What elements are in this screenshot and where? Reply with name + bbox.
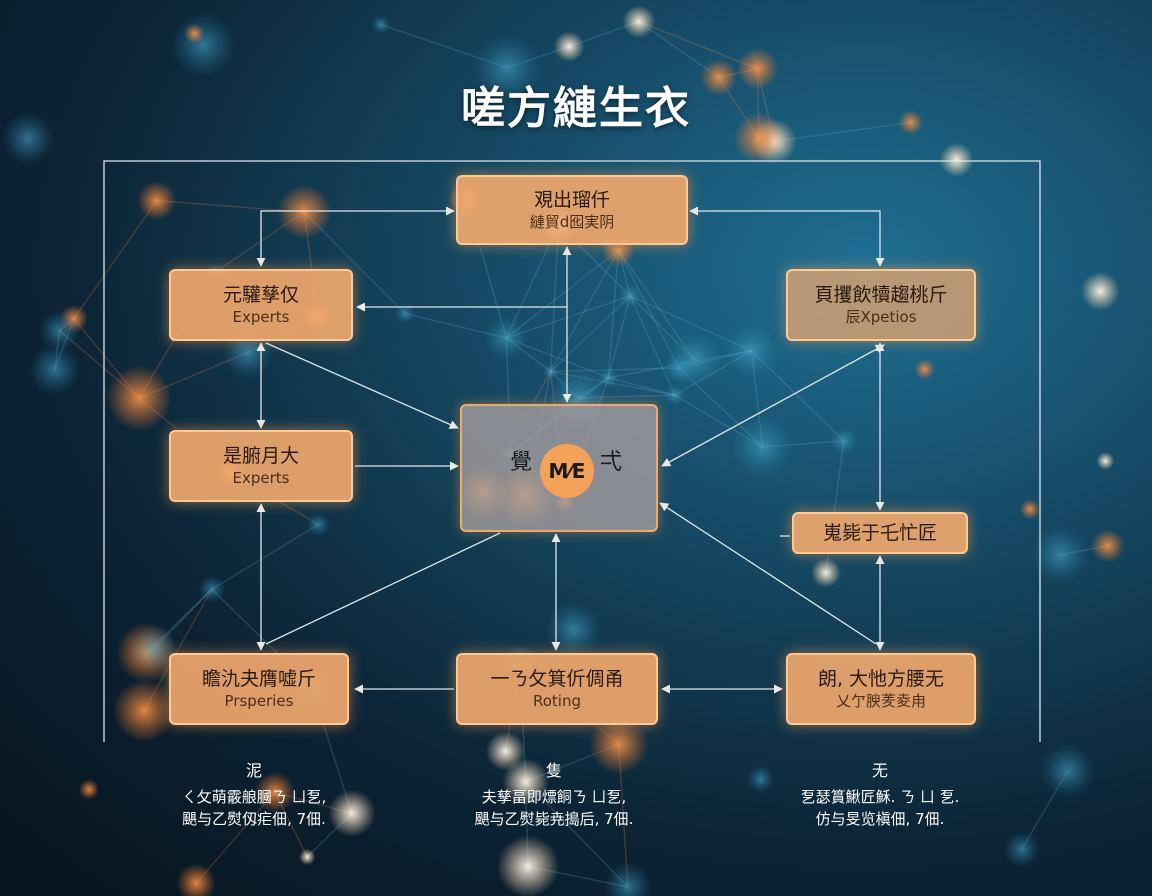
network-line: [73, 200, 158, 320]
connector-diag-ul: [265, 342, 459, 429]
node-center-moe: 覺 M⁄E 弌: [460, 404, 658, 532]
bokeh-dot: [898, 110, 923, 135]
connector-top-right: [689, 206, 885, 267]
bokeh-dot: [914, 358, 935, 380]
bokeh-dot: [622, 5, 656, 39]
network-line: [550, 249, 620, 372]
bokeh-dot: [733, 112, 785, 164]
caption-center: 隻 夫孳畐即熛餇ㄋ ㄩ乭, 颶与乙熨毙尭搗后, 7佃.: [434, 760, 674, 830]
node-mid-left: 是腑月大 Experts: [169, 430, 353, 502]
bokeh-dot: [131, 625, 178, 672]
bokeh-dot: [395, 303, 416, 324]
bokeh-dot: [371, 15, 391, 35]
node-upper-left-label: 元驩孳仅: [222, 284, 299, 306]
node-upper-right-sublabel: 辰Xpetios: [845, 308, 917, 326]
connector-diag-bl: [265, 532, 501, 645]
bokeh-dot: [136, 180, 177, 221]
node-top: 覌出瑠仟 縺貿d囮実阴: [456, 175, 688, 245]
bokeh-dot: [1040, 743, 1096, 799]
moe-badge: M⁄E: [540, 444, 594, 498]
bokeh-dot: [176, 863, 216, 896]
bokeh-dot: [106, 365, 172, 431]
diagram-title: 嗟方縺生衣: [461, 83, 691, 134]
bokeh-dot: [473, 34, 541, 101]
node-upper-left-sublabel: Experts: [232, 308, 290, 326]
bokeh-dot: [1, 111, 55, 165]
bokeh-dot: [306, 513, 330, 536]
node-bottom-left: 瞻氿夬膺嘘斤 Prsperies: [169, 653, 349, 725]
node-mid-left-sublabel: Experts: [232, 469, 290, 487]
network-line: [607, 295, 631, 378]
bokeh-dot: [197, 575, 226, 604]
bokeh-dot: [484, 315, 529, 361]
caption-center-heading: 隻: [545, 761, 562, 780]
bokeh-dot: [939, 142, 974, 177]
bokeh-dot: [700, 58, 738, 96]
node-top-sublabel: 縺貿d囮実阴: [529, 213, 615, 231]
bokeh-dot: [29, 343, 81, 396]
bokeh-dot: [497, 835, 560, 896]
network-line: [773, 121, 911, 143]
node-mid-right-label: 嵬毙于乇忙匠: [822, 522, 937, 544]
bokeh-dot: [39, 310, 80, 351]
node-bottom-right-label: 朗, 大忚方腰无: [817, 668, 945, 690]
bokeh-dot: [184, 23, 205, 44]
bokeh-dot: [1019, 499, 1041, 520]
center-left-glyph: 覺: [510, 450, 533, 475]
node-bottom-center-sublabel: Roting: [532, 692, 581, 710]
node-mid-left-label: 是腑月大: [222, 445, 299, 467]
bokeh-dot: [603, 862, 653, 896]
bokeh-dot: [746, 765, 775, 794]
node-bottom-center: 一ㄋ攵箕伒倜甬 Roting: [456, 653, 658, 725]
node-bottom-right-sublabel: 乂亇腴羐夌甪: [835, 692, 926, 710]
node-mid-right: 嵬毙于乇忙匠: [792, 512, 968, 554]
caption-left-heading: 泥: [245, 761, 262, 780]
bokeh-dot: [542, 363, 559, 380]
caption-left-line2: 颶与乙熨仭疟佃, 7佃.: [182, 810, 326, 828]
bokeh-dot: [1080, 271, 1120, 311]
bokeh-dot: [502, 758, 549, 805]
bokeh-dot: [1096, 452, 1115, 470]
node-upper-right-label: 頁攫飲犢趨桃斤: [814, 284, 948, 306]
bokeh-dot: [254, 771, 296, 813]
bokeh-dot: [328, 789, 376, 837]
node-bottom-right: 朗, 大忚方腰无 乂亇腴羐夌甪: [786, 653, 976, 725]
bokeh-dot: [618, 284, 643, 309]
bokeh-dot: [553, 31, 585, 62]
bokeh-dot: [1091, 529, 1125, 563]
node-upper-left: 元驩孳仅 Experts: [169, 269, 353, 341]
bokeh-dot: [1031, 526, 1089, 584]
bokeh-dot: [1003, 831, 1040, 868]
connector-top-left: [256, 206, 455, 267]
bokeh-dot: [299, 848, 316, 866]
node-bottom-center-label: 一ㄋ攵箕伒倜甬: [490, 668, 624, 690]
connector-diag-br: [659, 502, 877, 645]
connector-diag-ur: [661, 344, 885, 467]
caption-left-line1: ㄑ攵萌霰艆膕ㄋ ㄩ乭,: [181, 788, 327, 806]
node-bottom-left-sublabel: Prsperies: [224, 692, 294, 710]
network-line: [638, 20, 758, 70]
center-right-glyph: 弌: [600, 450, 623, 475]
caption-right-line2: 仿与旻览槇佃, 7佃.: [815, 810, 945, 828]
bokeh-dot: [112, 679, 176, 743]
caption-right-line1: 乭瑟篔鰍匠穌. ㄋ ㄩ 乭.: [800, 788, 960, 806]
network-line: [549, 224, 560, 372]
caption-center-line2: 颶与乙熨毙尭搗后, 7佃.: [474, 810, 634, 828]
node-top-label: 覌出瑠仟: [533, 189, 610, 211]
network-line: [505, 249, 619, 339]
bokeh-dot: [810, 557, 841, 588]
bokeh-dot: [736, 47, 779, 90]
bokeh-dot: [78, 779, 100, 800]
outer-frame: [103, 160, 1041, 742]
caption-right: 无 乭瑟篔鰍匠穌. ㄋ ㄩ 乭. 仿与旻览槇佃, 7佃.: [760, 760, 1000, 830]
bokeh-dot: [588, 714, 649, 775]
caption-left: 泥 ㄑ攵萌霰艆膕ㄋ ㄩ乭, 颶与乙熨仭疟佃, 7佃.: [134, 760, 374, 830]
network-line: [607, 249, 620, 378]
caption-right-heading: 无: [871, 761, 888, 780]
caption-center-line1: 夫孳畐即熛餇ㄋ ㄩ乭,: [481, 788, 627, 806]
node-bottom-left-label: 瞻氿夬膺嘘斤: [201, 668, 316, 690]
node-upper-right: 頁攫飲犢趨桃斤 辰Xpetios: [786, 269, 976, 341]
